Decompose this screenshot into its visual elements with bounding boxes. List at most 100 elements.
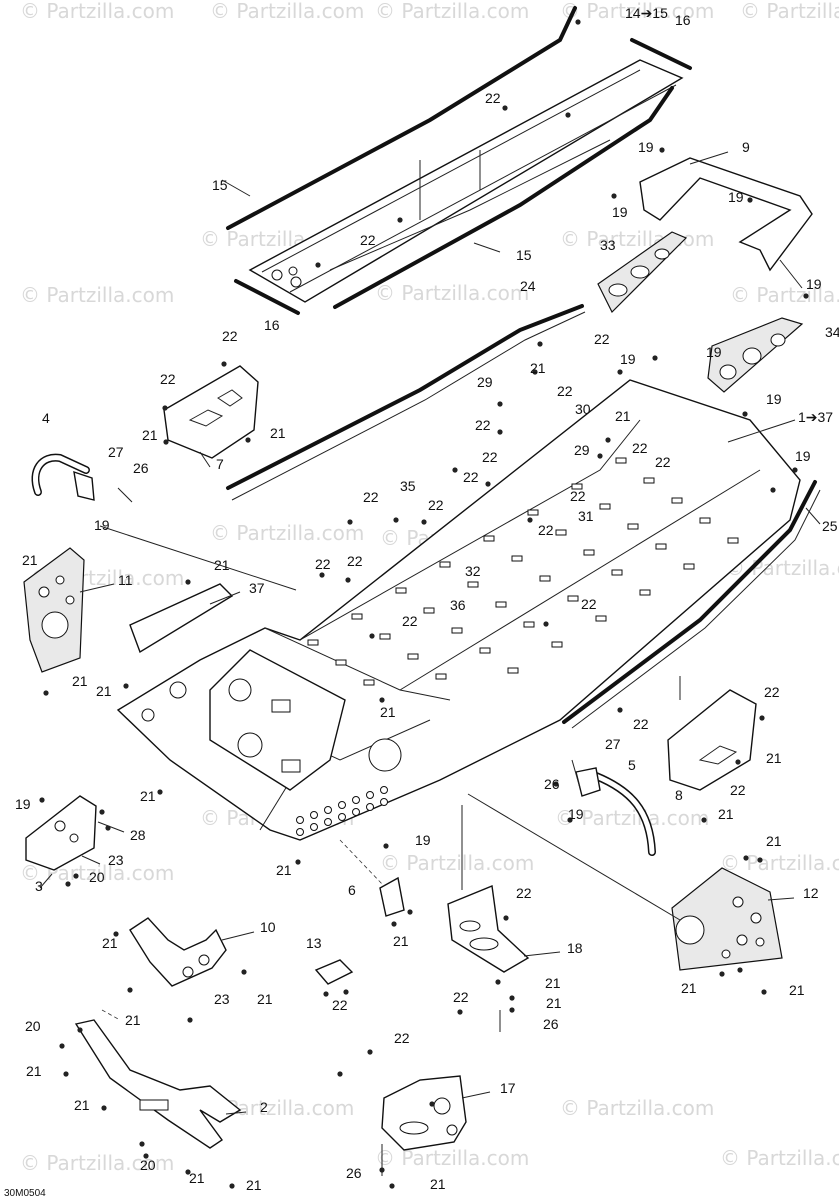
hardware-bolt [397,217,403,223]
plate-12-part [671,867,783,971]
hardware-bolt [617,369,623,375]
footrest-hole [324,806,332,814]
chassis-slot [643,477,655,484]
hardware-bolt [221,361,227,367]
bracket-17-part [381,1075,467,1151]
hardware-bolt [245,437,251,443]
hardware-bolt [162,405,168,411]
hardware-bolt [139,1141,145,1147]
callout-label: 22 [482,449,498,465]
bracket-7-part [163,365,259,459]
bracket-2-part [74,1019,242,1149]
callout-label: 19 [415,832,431,848]
footrest-hole [338,801,346,809]
callout-label: 21 [545,975,561,991]
callout-label: 34 [825,324,839,340]
chassis-slot [551,641,563,648]
chassis-slot [451,627,463,634]
callout-label: 15 [212,177,228,193]
callout-label: 21 [74,1097,90,1113]
callout-label: 21 [430,1176,446,1192]
chassis-slot [363,679,375,686]
chassis-slot [639,589,651,596]
callout-label: 21 [276,862,292,878]
chassis-slot [467,581,479,588]
hardware-dots [39,19,809,1189]
callout-label: 22 [633,716,649,732]
watermark-text: © Partzilla.com [210,521,364,545]
hardware-bolt [229,1183,235,1189]
watermark-text: © Partzilla.com [730,283,839,307]
callout-label: 22 [538,522,554,538]
hardware-bolt [113,931,119,937]
chassis-slot [511,555,523,562]
hardware-bolt [747,197,753,203]
hardware-bolt [295,859,301,865]
hardware-bolt [553,781,559,787]
hardware-bolt [743,855,749,861]
hardware-bolt [543,621,549,627]
hardware-bolt [157,789,163,795]
callout-label: 22 [463,469,479,485]
callout-label: 22 [475,417,491,433]
callout-label: 21 [270,425,286,441]
callout-label: 22 [332,997,348,1013]
watermark-text: © Partzilla.com [20,283,174,307]
callout-label: 35 [400,478,416,494]
watermark-text: © Partzilla.com [740,0,839,23]
callout-label: 21 [766,833,782,849]
callout-label: 5 [628,757,636,773]
callout-label: 22 [394,1030,410,1046]
hardware-bolt [241,969,247,975]
hardware-bolt [187,1017,193,1023]
chassis-slot [423,607,435,614]
leader-lines [39,151,821,1115]
callout-label: 21 [140,788,156,804]
chassis-slot [595,615,607,622]
footrest-hole [310,823,318,831]
chassis-slot [335,659,347,666]
watermark-text: © Partzilla.com [375,281,529,305]
callout-label: 21 [142,427,158,443]
hardware-bolt [63,1071,69,1077]
callout-label: 37 [249,580,265,596]
callout-label: 22 [453,989,469,1005]
hardware-bolt [652,355,658,361]
callout-label: 22 [570,488,586,504]
callout-label: 22 [428,497,444,513]
hardware-bolt [509,1007,515,1013]
hardware-bolt [65,881,71,887]
callout-label: 3 [35,878,43,894]
hardware-bolt [532,369,538,375]
callout-label: 23 [108,852,124,868]
footrest-hole [380,798,388,806]
callout-label: 24 [520,278,536,294]
tunnel-cover-part [248,59,684,303]
bracket-10-part [129,917,227,987]
callout-label: 22 [402,613,418,629]
chassis-slot [495,601,507,608]
main-chassis-part [116,379,801,841]
watermark-text: © Partzilla.com [20,0,174,23]
callout-label: 29 [477,374,493,390]
callout-label: 21 [615,408,631,424]
hardware-bolt [43,690,49,696]
chassis-slot [571,483,583,490]
bracket-9-part [639,157,813,272]
callout-label: 6 [348,882,356,898]
hardware-bolt [429,1101,435,1107]
chassis-slot [615,457,627,464]
bracket-8-part [667,689,757,791]
callout-label: 22 [363,489,379,505]
callout-label: 19 [94,517,110,533]
callout-label: 26 [543,1016,559,1032]
callout-label: 21 [380,704,396,720]
chassis-slot [523,621,535,628]
callout-label: 4 [42,410,50,426]
callout-label: 7 [216,456,224,472]
trim-rails-part [226,6,692,315]
callout-label: 22 [516,885,532,901]
callout-label: 19 [638,139,654,155]
plate-11-part [23,547,85,673]
hardware-bolt [503,915,509,921]
